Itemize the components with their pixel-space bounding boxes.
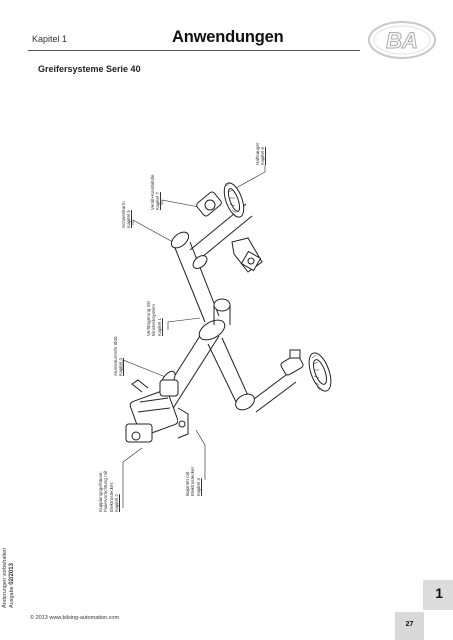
header-divider (28, 50, 360, 51)
section-title: Greifersysteme Serie 40 (38, 64, 141, 74)
label-ventil: Ventil+Kombitülle Kapitel 7 (150, 174, 161, 210)
label-kupplungsgehaeuse: Kupplungsgehäuse; Fixiervorrichtung mit … (98, 470, 120, 512)
label-schwenkarm: Schwenkarm Kapitel 5 (121, 201, 132, 228)
chapter-tab-number: 1 (435, 585, 443, 601)
page-title: Anwendungen (172, 28, 284, 46)
chapter-label: Kapitel 1 (32, 34, 68, 44)
edition-note: Änderungen vorbehalten Ausgabe 02/2013 (2, 547, 15, 608)
logo-text: BA (386, 28, 418, 53)
chapter-tab: 1 (423, 580, 453, 610)
label-verlaengerung: Verlängerung mit Einstecksystem Kapitel … (146, 301, 162, 336)
copyright-text: © 2013 www.bilsing-automation.com (30, 615, 120, 621)
page-number-box: 27 (395, 612, 424, 640)
label-bajonett: Bajonett mit Elektrostecker Kapitel 3 (185, 466, 201, 496)
label-haftsauger: Haftsauger Kapitel 6 (255, 142, 266, 165)
label-aluminiumrohr: Aluminiumrohr Ø40 Kapitel 4 (113, 336, 124, 376)
page-number: 27 (405, 621, 414, 628)
company-logo: BA (368, 21, 436, 59)
